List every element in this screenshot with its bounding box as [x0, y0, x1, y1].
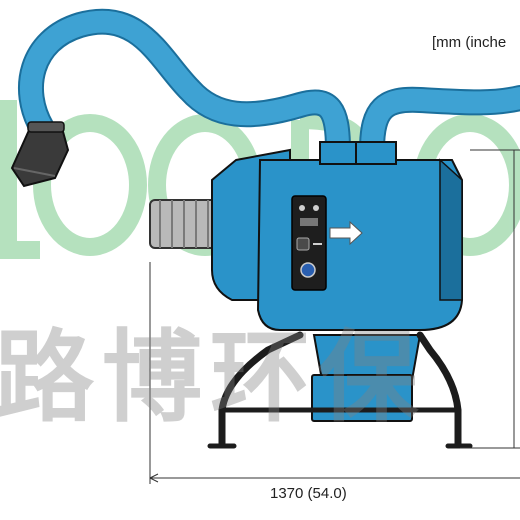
- units-label: [mm (inche: [432, 34, 507, 51]
- power-switch-icon: [300, 262, 316, 278]
- extraction-arm: [18, 8, 520, 163]
- support-frame: [207, 331, 473, 449]
- fume-extractor-unit-icon: [256, 141, 463, 331]
- control-panel-icon: [291, 195, 327, 291]
- indicator-arrow-icon: [329, 220, 363, 246]
- extraction-hood-icon: [10, 121, 70, 188]
- dimension-lines: [149, 149, 520, 484]
- width-dimension-label: 1370 (54.0): [270, 485, 347, 502]
